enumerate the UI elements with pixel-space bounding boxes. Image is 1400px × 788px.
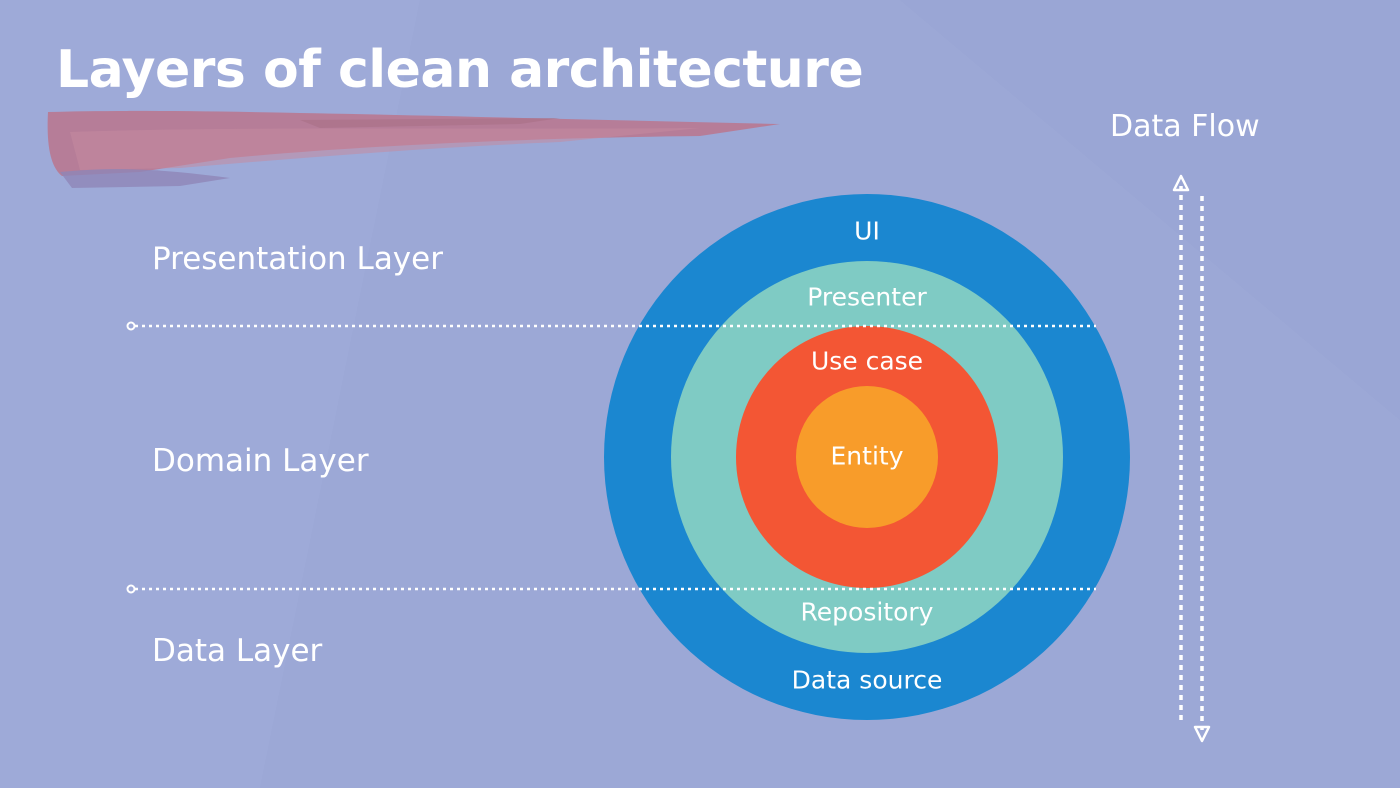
data-flow-up-arrow-head	[1172, 174, 1190, 192]
page-title: Layers of clean architecture	[56, 40, 864, 100]
ring-core	[796, 386, 938, 528]
ring-label-entity: Entity	[830, 441, 904, 471]
domain-layer-label: Domain Layer	[152, 443, 369, 479]
ring-label-data-source: Data source	[791, 665, 943, 695]
separator-line-top-dot	[126, 321, 136, 331]
brush-stroke-decoration	[47, 110, 780, 188]
ring-label-presenter: Presenter	[807, 282, 927, 312]
ring-label-use-case: Use case	[810, 346, 924, 376]
ring-label-repository: Repository	[800, 597, 934, 627]
data-flow-label: Data Flow	[1110, 109, 1260, 144]
presentation-layer-label: Presentation Layer	[152, 241, 443, 277]
data-flow-down-arrow-head	[1193, 725, 1211, 743]
data-layer-label: Data Layer	[152, 633, 323, 669]
ring-label-ui: UI	[854, 216, 880, 246]
separator-line-bottom-dot	[126, 584, 136, 594]
